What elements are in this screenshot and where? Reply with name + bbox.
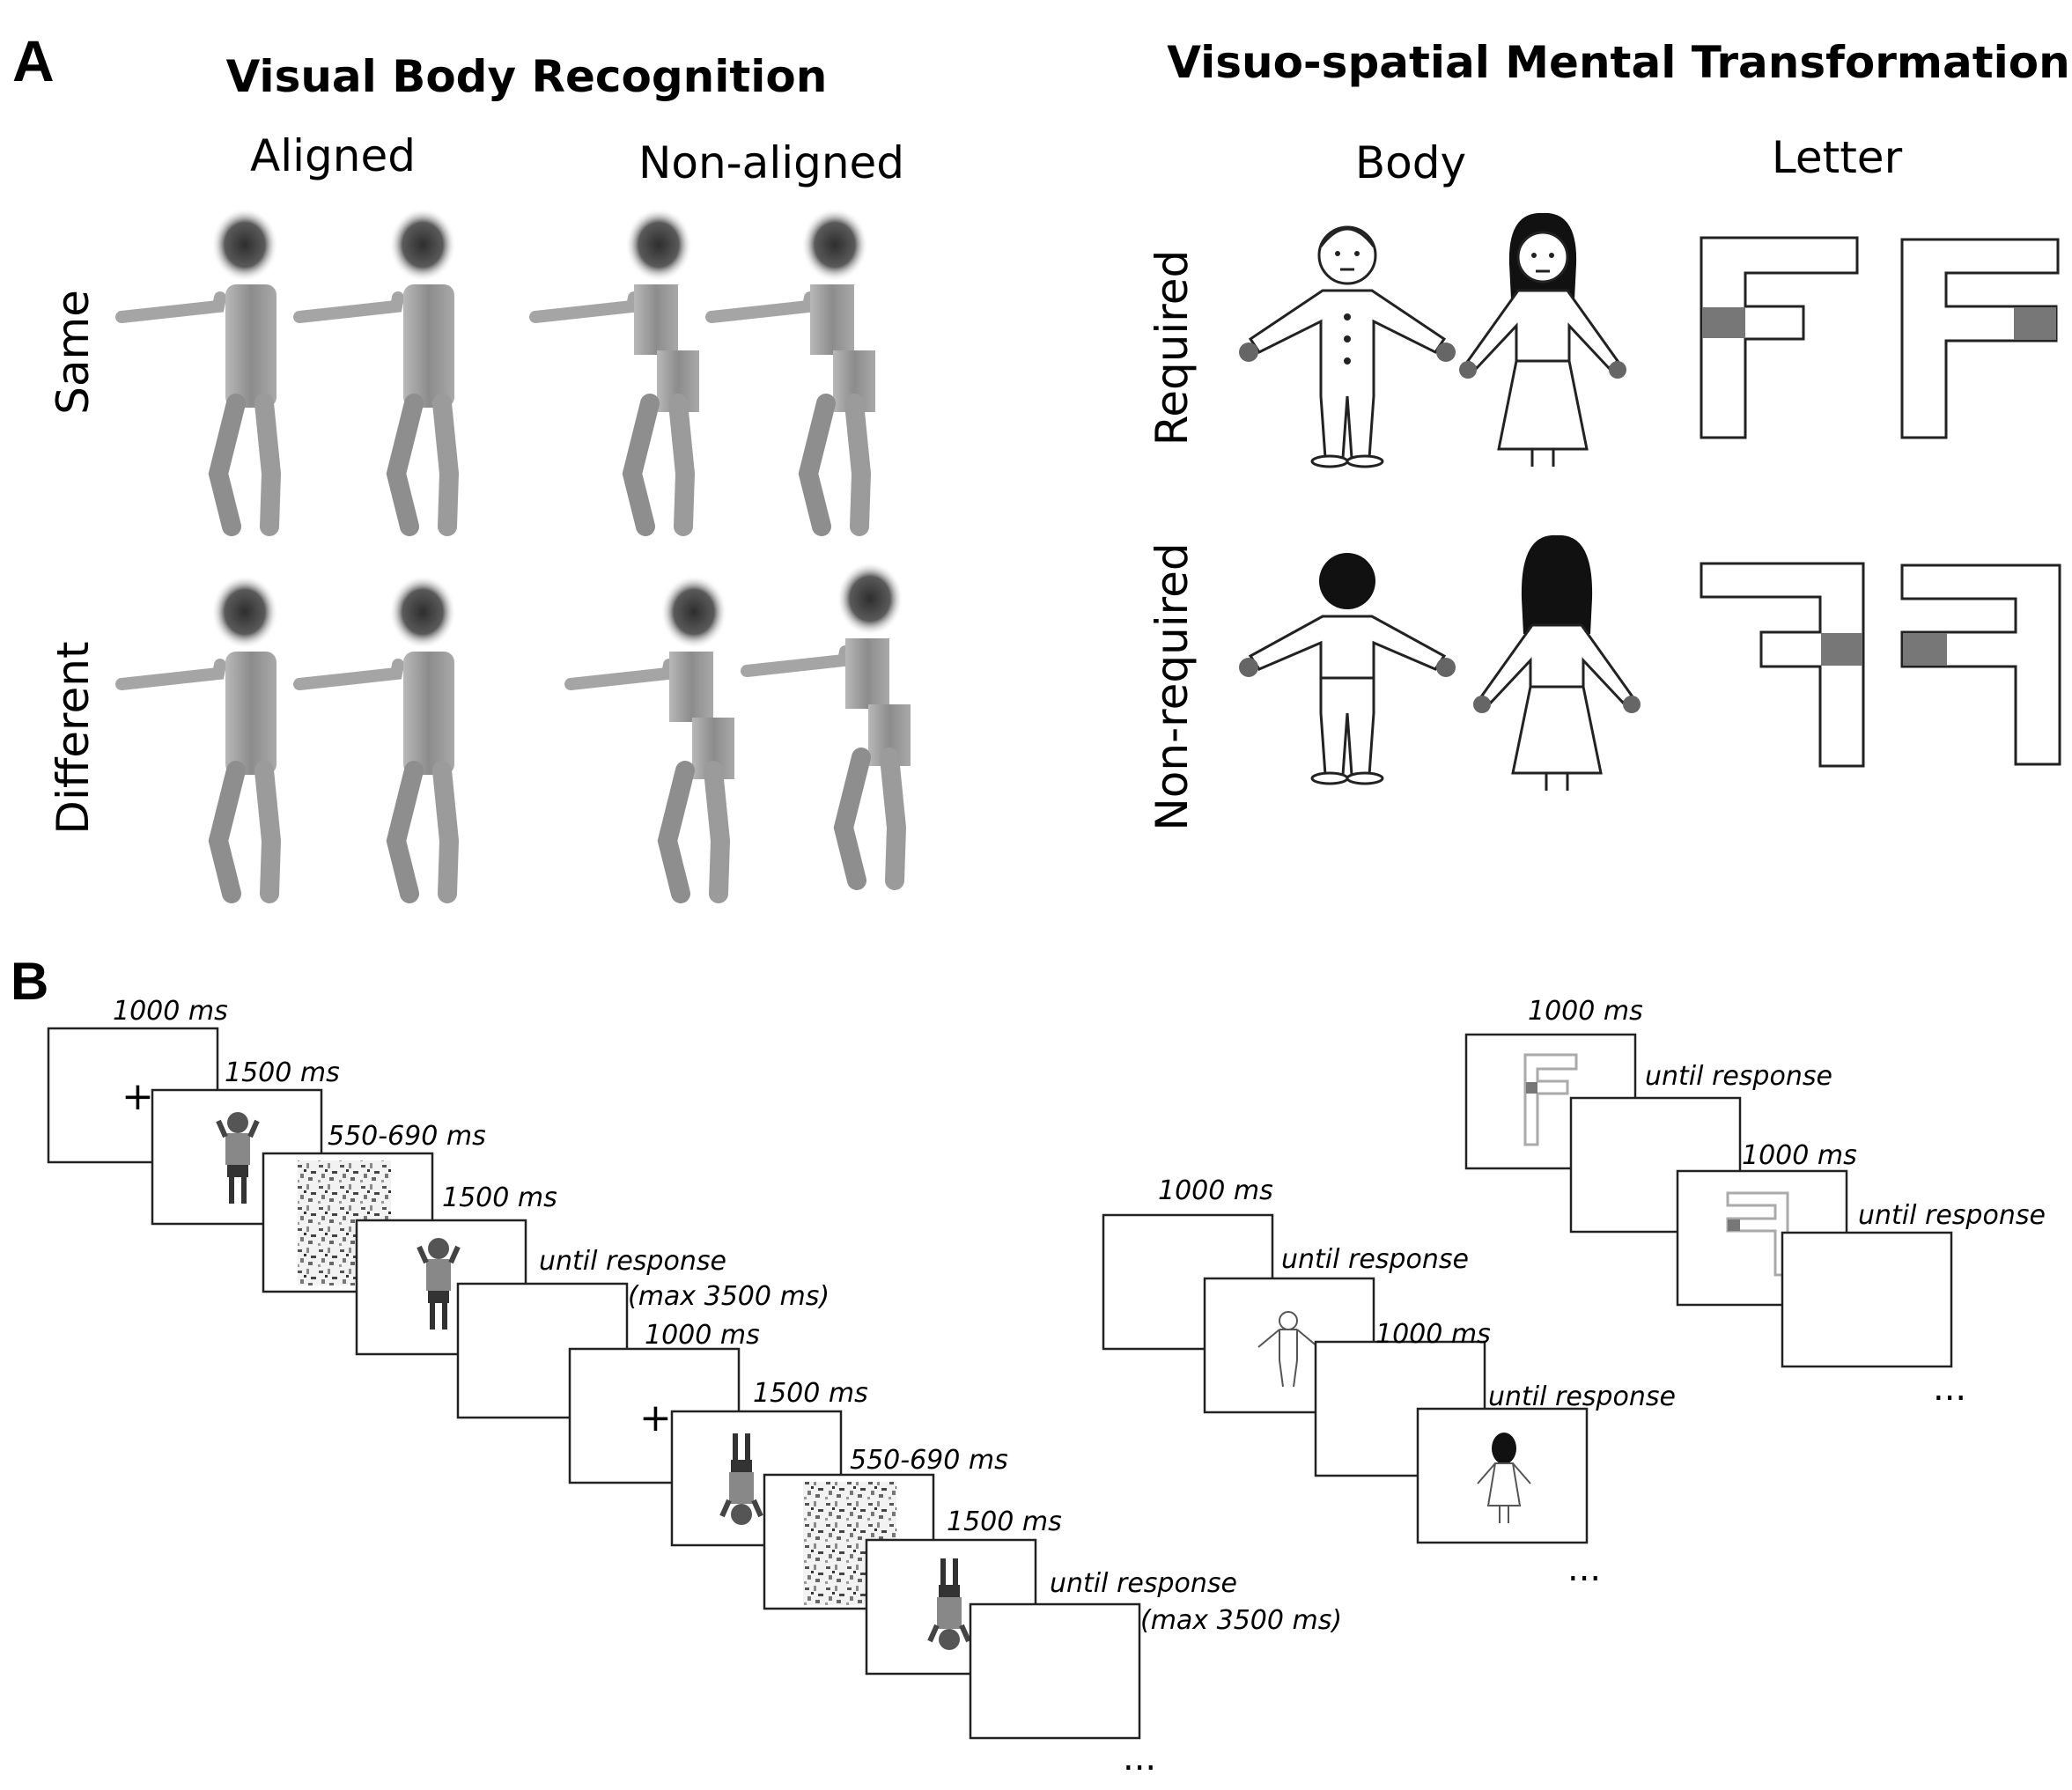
- vbr-col-nonaligned: Non-aligned: [638, 137, 904, 188]
- timing-until-response-b: until response: [1050, 1568, 1237, 1599]
- letter-frame-blank-2: [1781, 1231, 1953, 1368]
- kid-photo-3: [719, 1433, 763, 1525]
- letter-timing-1000ms-a: 1000 ms: [1528, 996, 1643, 1027]
- body-timing-until-response-a: until response: [1281, 1244, 1469, 1275]
- body-trial-sequence: 1000 ms until response 1000 ms until respon…: [1102, 1175, 1676, 1589]
- body-nonaligned-different-2: [741, 562, 911, 890]
- timing-1000ms-b: 1000 ms: [645, 1320, 760, 1351]
- vbr-frame-response-2: [969, 1602, 1141, 1740]
- body-timing-1000ms-a: 1000 ms: [1158, 1175, 1273, 1206]
- body-aligned-same-1: [115, 208, 282, 536]
- vmt-cartoon-man-back: [1239, 553, 1456, 785]
- letter-timing-until-response-a: until response: [1645, 1061, 1832, 1092]
- panel-a-letter: A: [12, 28, 55, 93]
- fixation-cross-2: +: [639, 1396, 672, 1440]
- body-aligned-different-1: [115, 575, 282, 903]
- vmt-col-body: Body: [1355, 137, 1466, 188]
- kid-photo-1: [216, 1112, 260, 1204]
- timing-until-response-a: until response: [539, 1246, 726, 1277]
- timing-550-690ms-a: 550-690 ms: [328, 1121, 486, 1152]
- vbr-title: Visual Body Recognition: [226, 51, 828, 102]
- mini-cartoon-woman: [1477, 1433, 1531, 1523]
- vmt-title: Visuo-spatial Mental Transformation: [1167, 37, 2069, 88]
- body-aligned-different-2: [293, 575, 460, 903]
- vbr-trial-sequence: + +1000 ms 1500 ms 550-690 ms 1500 ms until r…: [47, 996, 1342, 1779]
- vbr-row-same: Same: [48, 290, 99, 415]
- timing-max-3500ms-a: (max 3500 ms): [628, 1281, 830, 1312]
- body-frame-stim-2: [1416, 1407, 1589, 1544]
- timing-1500ms-d: 1500 ms: [947, 1506, 1062, 1537]
- panel-b-letter: B: [11, 952, 48, 1011]
- vmt-cartoon-woman-front: [1459, 212, 1626, 467]
- letter-ellipsis: ...: [1933, 1368, 1966, 1409]
- body-ellipsis: ...: [1567, 1549, 1601, 1589]
- vmt-letter-f-left: [1700, 236, 1859, 439]
- timing-1500ms-b: 1500 ms: [442, 1182, 557, 1213]
- vmt-letter-f-right: [1900, 238, 2060, 439]
- body-timing-until-response-b: until response: [1488, 1381, 1676, 1412]
- kid-photo-2: [417, 1238, 461, 1330]
- vbr-body-grid: [115, 208, 911, 903]
- mini-letter-f: [1523, 1053, 1578, 1146]
- vmt-cartoon-woman-back: [1473, 534, 1641, 791]
- vmt-row-required: Required: [1147, 250, 1198, 446]
- kid-photo-4: [927, 1558, 971, 1650]
- vmt-col-letter: Letter: [1772, 132, 1903, 183]
- body-nonaligned-same-2: [705, 208, 875, 536]
- timing-1500ms-c: 1500 ms: [753, 1378, 868, 1409]
- timing-max-3500ms-b: (max 3500 ms): [1140, 1605, 1342, 1636]
- vmt-row-nonrequired: Non-required: [1147, 542, 1198, 830]
- vmt-letter-rot-right: [1900, 564, 2061, 766]
- body-aligned-same-2: [293, 208, 460, 536]
- vbr-row-different: Different: [48, 641, 99, 834]
- fixation-cross-1: +: [122, 1074, 154, 1119]
- letter-timing-1000ms-b: 1000 ms: [1742, 1140, 1857, 1171]
- body-nonaligned-different-1: [564, 575, 734, 903]
- timing-1000ms-a: 1000 ms: [113, 996, 228, 1027]
- body-timing-1000ms-b: 1000 ms: [1375, 1319, 1491, 1350]
- body-nonaligned-same-1: [529, 208, 699, 536]
- vmt-cartoon-man-front: [1239, 225, 1456, 468]
- mini-cartoon-man: [1257, 1311, 1319, 1388]
- letter-timing-until-response-b: until response: [1858, 1200, 2046, 1231]
- timing-1500ms-a: 1500 ms: [225, 1057, 340, 1088]
- vbr-ellipsis: ...: [1123, 1738, 1156, 1779]
- vbr-col-aligned: Aligned: [250, 130, 416, 181]
- vmt-letter-rot-left: [1700, 562, 1865, 768]
- timing-550-690ms-b: 550-690 ms: [850, 1445, 1008, 1476]
